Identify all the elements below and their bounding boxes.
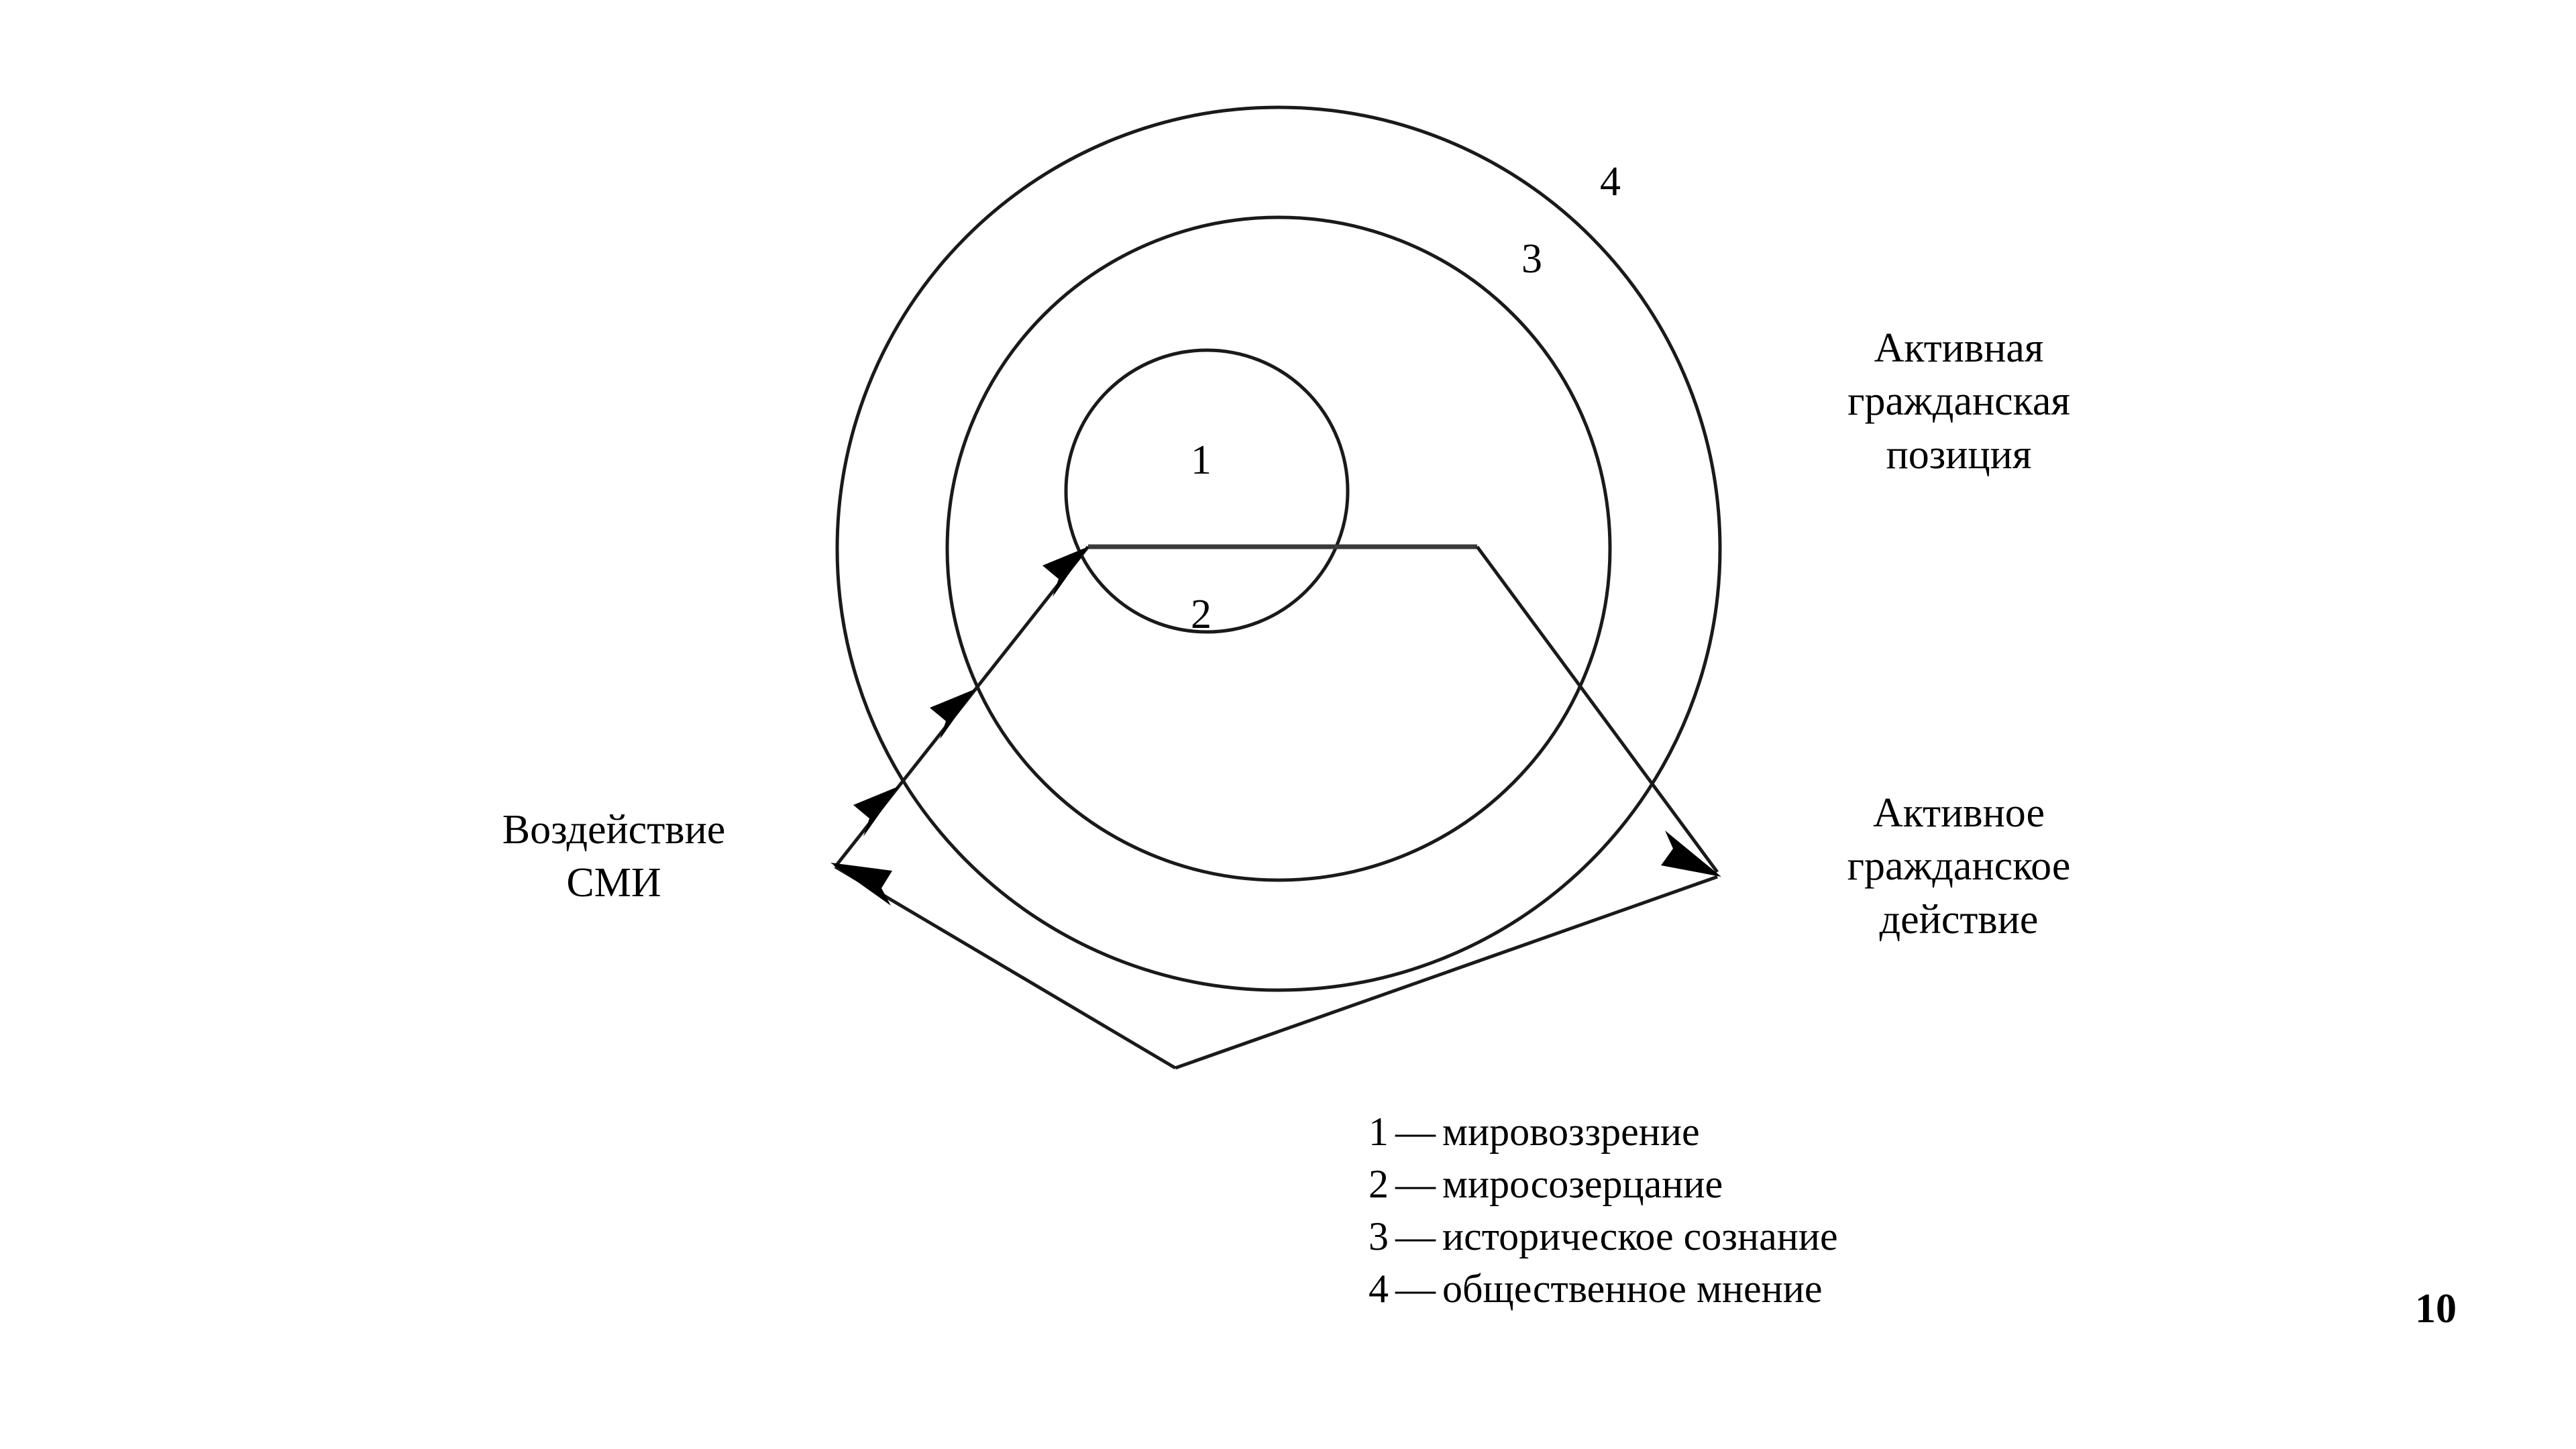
feedback-line-right-segment <box>1175 875 1718 1070</box>
core-label-2: 2 <box>1191 592 1212 637</box>
feedback-arrowhead-left <box>830 863 892 906</box>
legend-text-1: мировоззрение <box>1442 1110 1700 1154</box>
legend-dash-1: — <box>1395 1110 1436 1154</box>
ring-label-4: 4 <box>1600 159 1621 205</box>
ring-core-12 <box>1064 348 1350 634</box>
legend-item-1: 1—мировоззрение <box>1368 1106 1838 1158</box>
legend-dash-2: — <box>1395 1162 1436 1206</box>
legend-key-2: 2 <box>1368 1162 1389 1206</box>
legend-text-2: миросозерцание <box>1442 1162 1723 1206</box>
legend-item-2: 2—миросозерцание <box>1368 1158 1838 1210</box>
label-media-influence: Воздействие СМИ <box>502 807 726 906</box>
outbound-action-line <box>1475 545 1719 873</box>
label-active-civic-position: Активная гражданская позиция <box>1847 325 2070 478</box>
legend-item-3: 3—историческое сознание <box>1368 1210 1838 1263</box>
legend-key-3: 3 <box>1368 1214 1389 1258</box>
feedback-line-left-segment <box>834 865 1177 1070</box>
legend-key-4: 4 <box>1368 1267 1389 1311</box>
inbound-arrowhead-outer <box>853 786 899 837</box>
label-active-civic-action: Активное гражданское действие <box>1847 790 2071 943</box>
legend-list: 1—мировоззрение 2—миросозерцание 3—истор… <box>1368 1106 1838 1315</box>
inbound-arrowhead-inner <box>1042 547 1088 597</box>
legend-dash-4: — <box>1395 1267 1436 1311</box>
outbound-arrowhead-right <box>1661 830 1721 877</box>
legend-key-1: 1 <box>1368 1110 1389 1154</box>
inbound-arrowhead-middle <box>930 689 975 739</box>
legend-text-4: общественное мнение <box>1442 1267 1823 1311</box>
legend-text-3: историческое сознание <box>1442 1214 1838 1258</box>
core-label-1: 1 <box>1191 437 1212 483</box>
legend-item-4: 4—общественное мнение <box>1368 1263 1838 1315</box>
ring-label-3: 3 <box>1521 236 1542 282</box>
ring-middle-3 <box>945 215 1612 882</box>
legend-dash-3: — <box>1395 1214 1436 1258</box>
page-number: 10 <box>2415 1286 2457 1332</box>
ring-outer-4 <box>835 105 1722 992</box>
